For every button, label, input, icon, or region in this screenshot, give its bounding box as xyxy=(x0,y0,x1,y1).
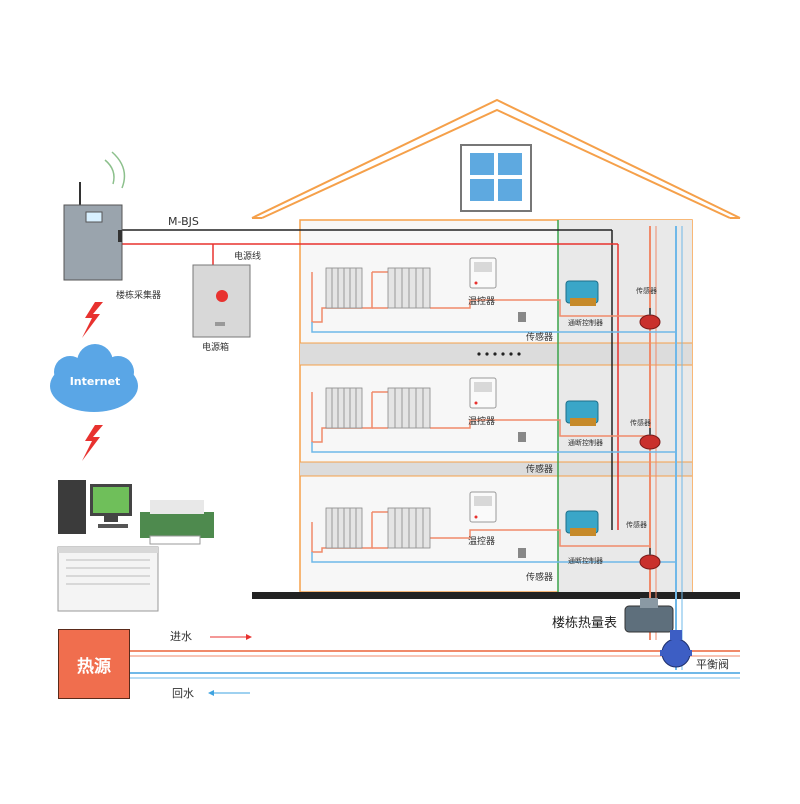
power-line-label: 电源线 xyxy=(234,252,262,262)
thermostat xyxy=(469,491,497,523)
computer-icon xyxy=(58,480,132,534)
controller-label: 通断控制器 xyxy=(568,319,603,327)
sensor xyxy=(518,312,526,322)
radiator xyxy=(387,387,431,429)
sensor2-label: 传感器 xyxy=(636,287,657,295)
bus-line-label: M-BJS xyxy=(168,215,199,228)
collector-label: 楼栋采集器 xyxy=(116,291,162,301)
radiator xyxy=(325,267,363,309)
sensor-label: 传感器 xyxy=(526,573,554,583)
collector-cabinet xyxy=(63,151,126,281)
thermostat xyxy=(469,257,497,289)
thermostat-label: 温控器 xyxy=(468,417,496,427)
heat-source: 热源 xyxy=(58,629,130,699)
balance-valve-label: 平衡阀 xyxy=(696,658,729,671)
printer-icon xyxy=(140,500,214,545)
thermostat xyxy=(469,377,497,409)
controller-label: 通断控制器 xyxy=(568,557,603,565)
sensor-label: 传感器 xyxy=(526,333,554,343)
controller xyxy=(565,400,599,426)
software-screenshot xyxy=(57,546,159,612)
internet-label: Internet xyxy=(69,375,121,388)
roof xyxy=(251,98,741,219)
heat-meter xyxy=(624,598,674,633)
controller xyxy=(565,280,599,306)
valve xyxy=(639,308,661,330)
sensor xyxy=(518,548,526,558)
radiator xyxy=(325,387,363,429)
power-line xyxy=(122,243,619,530)
sensor2-label: 传感器 xyxy=(626,521,647,529)
sensor-label: 传感器 xyxy=(526,465,554,475)
sensor2-label: 传感器 xyxy=(630,419,651,427)
floor-1 xyxy=(311,257,676,333)
power-box xyxy=(192,264,251,338)
building-heat-meter-label: 楼栋热量表 xyxy=(552,616,618,631)
roof-window xyxy=(460,144,532,212)
bus-line xyxy=(122,229,613,530)
valve xyxy=(639,428,661,450)
floor-3 xyxy=(311,491,676,570)
main-pipes xyxy=(130,634,740,696)
sensor xyxy=(518,432,526,442)
radiator xyxy=(387,507,431,549)
controller xyxy=(565,510,599,536)
supply-water-label: 进水 xyxy=(170,630,192,643)
lightning-icon xyxy=(82,302,103,461)
thermostat-label: 温控器 xyxy=(468,537,496,547)
valve xyxy=(639,548,661,570)
power-box-label: 电源箱 xyxy=(202,343,230,353)
controller-label: 通断控制器 xyxy=(568,439,603,447)
thermostat-label: 温控器 xyxy=(468,297,496,307)
balance-valve xyxy=(660,630,692,668)
floor-2 xyxy=(311,377,676,453)
cloud-icon xyxy=(50,344,138,412)
return-water-label: 回水 xyxy=(172,687,194,700)
radiator xyxy=(325,507,363,549)
radiator xyxy=(387,267,431,309)
